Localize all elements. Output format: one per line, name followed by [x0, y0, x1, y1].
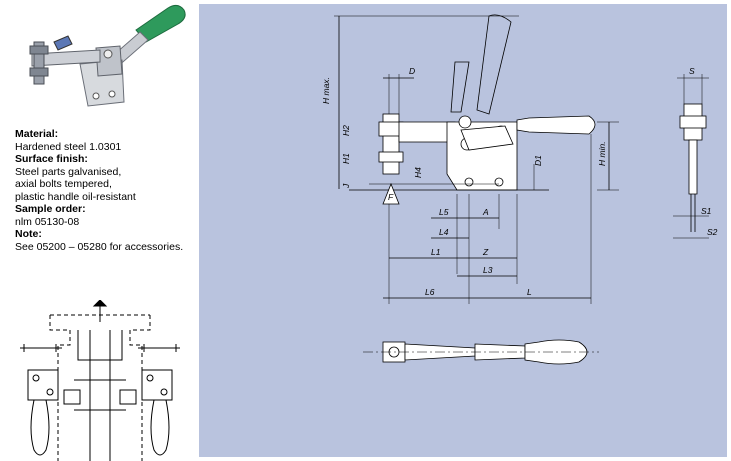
spec-surface-finish: Surface finish: Steel parts galvanised, … [15, 153, 197, 203]
label-l5: L5 [439, 207, 449, 217]
label-l4: L4 [439, 227, 449, 237]
spec-line: nlm 05130-08 [15, 215, 80, 228]
label-s: S [689, 66, 695, 76]
spec-note: Note: See 05200 – 05280 for accessories. [15, 228, 197, 253]
label-s2: S2 [707, 227, 718, 237]
label-h4: H4 [413, 167, 423, 178]
spec-heading: Note: [15, 228, 42, 240]
spec-heading: Material: [15, 128, 59, 140]
label-h2: H2 [341, 125, 351, 136]
spec-line: See 05200 – 05280 for accessories. [15, 240, 184, 253]
product-photo [29, 4, 186, 107]
label-l6: L6 [425, 287, 435, 297]
label-f: F [388, 192, 394, 202]
label-j: J [341, 183, 351, 189]
spec-line: Steel parts galvanised, [15, 165, 122, 178]
spec-heading: Sample order: [15, 203, 86, 215]
label-l1: L1 [431, 247, 441, 257]
spec-heading: Surface finish: [15, 153, 88, 165]
left-column: Material: Hardened steel 1.0301 Surface … [0, 0, 198, 461]
label-d1: D1 [533, 155, 543, 166]
spec-line: axial bolts tempered, [15, 178, 112, 190]
label-a: A [482, 207, 489, 217]
label-l: L [527, 287, 532, 297]
drawing-panel: H max. H min. D H2 H1 H4 J F D1 L5 A L4 … [199, 4, 727, 457]
technical-drawing: H max. H min. D H2 H1 H4 J F D1 L5 A L4 … [321, 14, 718, 365]
spec-material: Material: Hardened steel 1.0301 [15, 128, 197, 153]
label-s1: S1 [701, 206, 712, 216]
label-h-min: H min. [597, 141, 607, 166]
label-d: D [409, 66, 415, 76]
spec-line: Hardened steel 1.0301 [15, 140, 122, 153]
spec-line: plastic handle oil-resistant [15, 190, 136, 203]
label-z: Z [482, 247, 489, 257]
specifications: Material: Hardened steel 1.0301 Surface … [15, 128, 197, 253]
label-l3: L3 [483, 265, 493, 275]
label-h1: H1 [341, 153, 351, 164]
label-h-max: H max. [321, 77, 331, 104]
application-diagram [20, 300, 180, 461]
spec-sample-order: Sample order: nlm 05130-08 [15, 203, 197, 228]
